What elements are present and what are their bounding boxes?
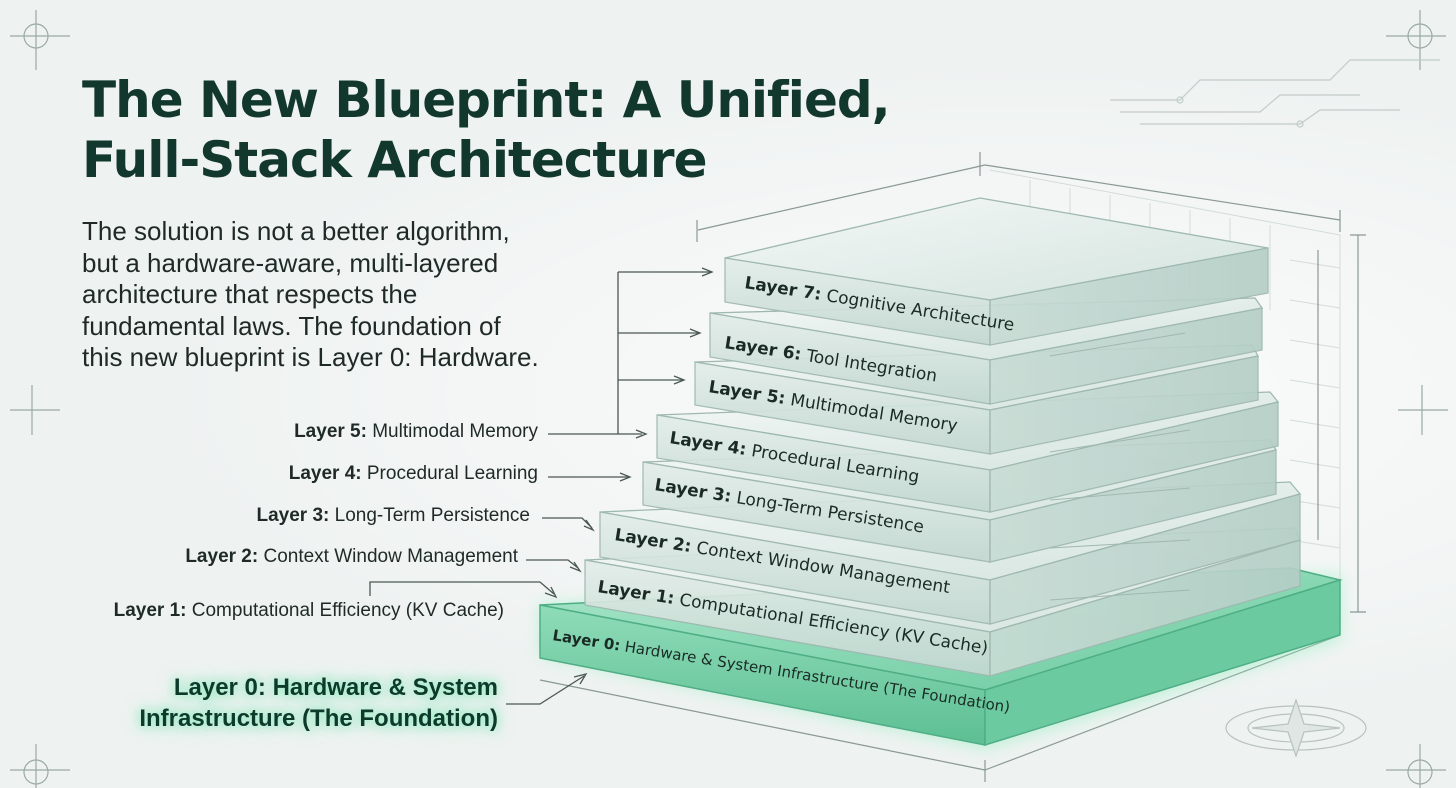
callout-layer-5-num: Layer 5: bbox=[294, 421, 367, 442]
callout-layer-2-name: Context Window Management bbox=[263, 546, 518, 567]
circuit-traces bbox=[1110, 59, 1440, 128]
foundation-callout-line-2: Infrastructure (The Foundation) bbox=[139, 705, 498, 732]
title-line-1: The New Blueprint: A Unified, bbox=[82, 71, 891, 129]
callout-layer-3: Layer 3: Long-Term Persistence bbox=[256, 505, 530, 527]
callout-layer-2: Layer 2: Context Window Management bbox=[185, 546, 518, 568]
title-line-2: Full-Stack Architecture bbox=[82, 131, 708, 189]
callout-layer-1-num: Layer 1: bbox=[113, 600, 187, 621]
callout-connectors bbox=[369, 267, 714, 705]
lead-paragraph: The solution is not a better algorithm, … bbox=[82, 216, 602, 374]
lead-line-4: fundamental laws. The foundation of bbox=[82, 310, 501, 341]
callout-layer-3-num: Layer 3: bbox=[256, 505, 330, 526]
callout-layer-4-name: Procedural Learning bbox=[366, 463, 538, 484]
callout-layer-2-num: Layer 2: bbox=[185, 546, 259, 567]
callout-layer-4: Layer 4: Procedural Learning bbox=[289, 463, 538, 485]
lead-line-3: architecture that respects the bbox=[82, 279, 418, 309]
callout-layer-3-name: Long-Term Persistence bbox=[334, 505, 530, 526]
callout-layer-4-num: Layer 4: bbox=[288, 463, 362, 484]
flow-arrows bbox=[1049, 332, 1191, 601]
slab-layer-7 bbox=[724, 197, 1269, 346]
dimension-lines bbox=[539, 152, 1366, 782]
callout-layer-1: Layer 1: Computational Efficiency (KV Ca… bbox=[114, 600, 504, 622]
page-title: The New Blueprint: A Unified, Full-Stack… bbox=[82, 70, 982, 190]
lead-line-2: but a hardware-aware, multi-layered bbox=[82, 247, 499, 278]
callout-layer-5: Layer 5: Multimodal Memory bbox=[294, 421, 538, 443]
lead-line-5: this new blueprint is Layer 0: Hardware. bbox=[82, 342, 539, 372]
callout-layer-1-name: Computational Efficiency (KV Cache) bbox=[191, 600, 504, 621]
compass-icon bbox=[1225, 698, 1367, 758]
foundation-callout: Layer 0: Hardware & System Infrastructur… bbox=[100, 672, 498, 734]
foundation-callout-line-1: Layer 0: Hardware & System bbox=[173, 674, 498, 701]
callout-layer-5-name: Multimodal Memory bbox=[372, 421, 538, 442]
lead-line-1: The solution is not a better algorithm, bbox=[82, 216, 510, 246]
